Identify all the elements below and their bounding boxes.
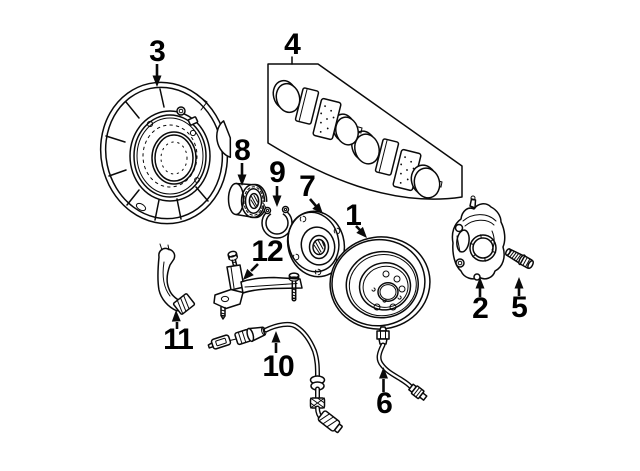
splash-shield	[99, 81, 232, 225]
wheel-hub	[286, 210, 346, 278]
callout-arrows	[152, 64, 524, 392]
harness-bracket	[157, 243, 196, 315]
brake-pad-set	[272, 79, 443, 199]
callout-2: 2	[472, 292, 489, 325]
wheel-bearing	[227, 182, 268, 219]
callout-8: 8	[234, 134, 251, 167]
sensor-bracket	[213, 250, 303, 320]
callout-5: 5	[511, 291, 528, 324]
callout-9: 9	[269, 156, 286, 189]
abs-speed-sensor	[207, 321, 343, 434]
callout-4: 4	[284, 28, 301, 61]
callout-12: 12	[251, 235, 283, 268]
callout-6: 6	[376, 387, 393, 420]
callout-10: 10	[262, 350, 294, 383]
callout-11: 11	[163, 323, 194, 356]
callout-7: 7	[299, 170, 316, 203]
brake-hose	[376, 326, 428, 401]
callout-3: 3	[149, 35, 166, 68]
callout-1: 1	[345, 199, 362, 232]
pad-kit-box	[267, 56, 463, 200]
brake-caliper	[451, 195, 506, 281]
brake-rotor	[329, 236, 431, 330]
caliper-bolt	[504, 248, 534, 270]
